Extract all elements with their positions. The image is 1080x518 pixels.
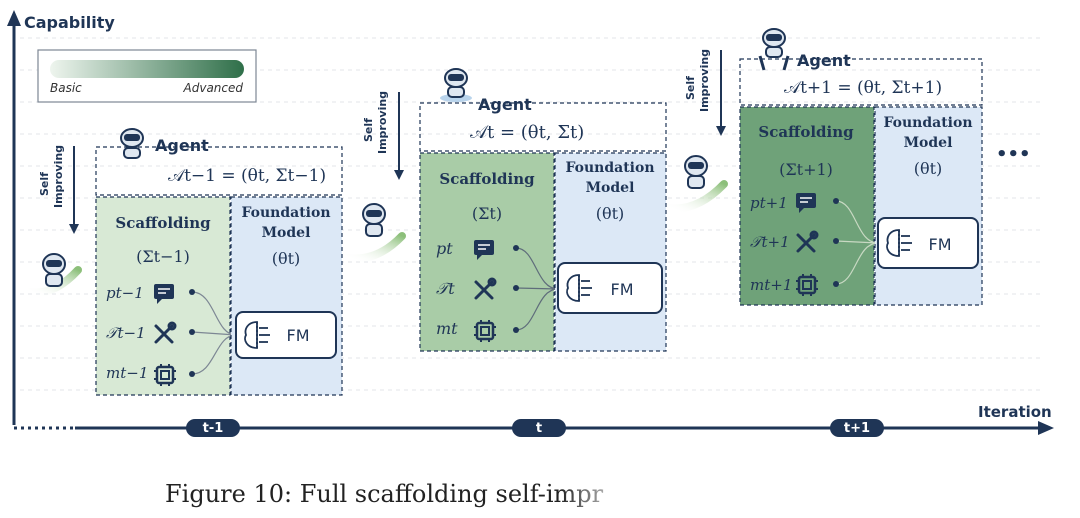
continuation-ellipsis: ••• [996,144,1031,165]
y-axis: Capability [7,10,115,425]
component-memory-symbol: mt−1 [106,364,148,382]
agent-box [419,102,667,152]
fm-box [235,311,337,359]
x-axis-label: Iteration [978,403,1052,421]
legend: Basic Advanced [37,49,257,103]
agent-box [95,146,343,196]
agent-formula: 𝒜t−1 = (θt, Σt−1) [168,166,326,186]
foundation-symbol: (θt) [596,204,625,223]
self-improving-arrow: Self Improving [38,145,79,234]
chip-icon [474,320,496,342]
scaffolding-title: Scaffolding [439,170,535,188]
scaffolding-symbol: (Σt) [472,204,502,223]
iteration-t-minus-1: Self Improving Agent 𝒜t−1 = (θt, Σt−1) S… [26,128,343,396]
chip-icon [154,364,176,386]
iteration-t-plus-1: Self Improving Agent 𝒜t+1 = (θt, Σt+1) S… [664,28,983,306]
tick-t-minus-1: t-1 [186,419,240,437]
fm-label: FM [286,326,309,345]
robot-icon [344,203,406,263]
agent-title: Agent [155,136,209,155]
foundation-title: Foundation [565,160,654,176]
brain-icon [244,321,270,349]
x-axis: Iteration t-1 t t+1 [14,403,1054,437]
chat-icon [154,284,174,304]
tick-t-plus-1: t+1 [830,419,884,437]
robot-icon [440,68,472,102]
caption-fade [560,470,680,514]
svg-text:Improving: Improving [698,49,711,112]
foundation-title: Foundation [883,115,972,131]
scaffolding-symbol: (Σt+1) [779,160,833,179]
tick-label: t-1 [203,421,224,436]
svg-text:Self: Self [362,118,375,142]
component-memory-symbol: mt [436,319,458,338]
svg-text:Improving: Improving [52,145,65,208]
robot-icon [26,253,82,297]
robot-icon [664,155,728,213]
component-prompt-symbol: pt [436,239,453,258]
fm-label: FM [928,235,951,254]
tools-icon [154,321,177,344]
chip-icon [796,274,818,296]
foundation-symbol: (θt) [914,159,943,178]
component-tools-symbol: 𝒯t−1 [106,324,146,342]
fm-box [557,262,663,314]
fm-box [877,217,979,269]
connectors [191,291,237,375]
legend-advanced-label: Advanced [183,81,244,95]
agent-formula: 𝒜t = (θt, Σt) [470,122,584,143]
scaffolding-title: Scaffolding [115,214,211,232]
foundation-title-2: Model [586,180,635,196]
component-prompt-symbol: pt−1 [106,284,144,302]
component-memory-symbol: mt+1 [750,276,792,294]
connectors [515,247,559,331]
tick-t: t [512,419,566,437]
agent-formula: 𝒜t+1 = (θt, Σt+1) [784,78,942,98]
y-axis-label: Capability [24,13,115,32]
chat-icon [796,193,816,213]
legend-basic-label: Basic [50,81,82,95]
foundation-title-2: Model [262,225,311,241]
brain-icon [566,274,592,302]
agent-title: Agent [797,51,851,70]
iteration-t: Self Improving Agent 𝒜t = (θt, Σt) Scaff… [344,68,667,352]
foundation-symbol: (θt) [272,249,301,268]
agent-title: Agent [478,95,532,114]
svg-text:Self: Self [684,76,697,100]
robot-icon [758,28,790,71]
component-tools-symbol: 𝒯t [436,279,455,298]
foundation-model-box [230,196,343,396]
fm-label: FM [610,280,633,299]
legend-gradient-bar [50,60,244,78]
self-improving-arrow: Self Improving [362,91,404,180]
foundation-title: Foundation [241,205,330,221]
scaffolding-symbol: (Σt−1) [136,247,190,266]
chat-icon [474,240,494,260]
connectors [835,200,879,285]
agent-box [739,58,983,106]
tools-icon [474,277,497,300]
tick-label: t+1 [844,421,870,436]
robot-icon [120,128,144,159]
self-improving-arrow: Self Improving [684,49,726,136]
foundation-model-box [554,152,667,352]
figure-caption: Figure 10: Full scaffolding self-impr [165,480,604,508]
scaffolding-title: Scaffolding [758,123,854,141]
brain-icon [886,229,912,257]
tick-label: t [536,421,542,436]
component-tools-symbol: 𝒯t+1 [750,233,790,251]
component-prompt-symbol: pt+1 [750,194,788,212]
foundation-title-2: Model [904,135,953,151]
tools-icon [796,230,819,253]
svg-text:Self: Self [38,172,51,196]
svg-text:Improving: Improving [376,91,389,154]
foundation-model-box [874,106,983,306]
